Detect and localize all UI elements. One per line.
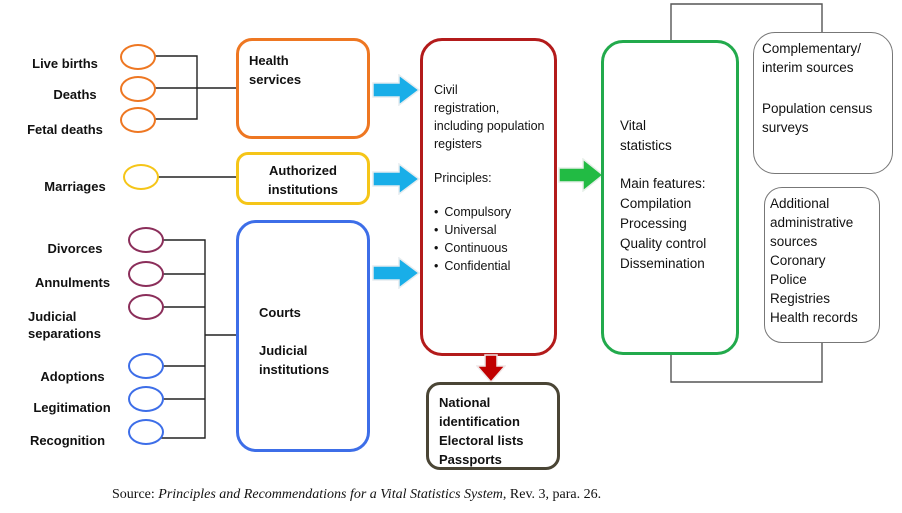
event-fetal-deaths: Fetal deaths xyxy=(27,122,103,137)
box-civil-registration: Civil registration, including population… xyxy=(420,38,557,356)
event-annulments: Annulments xyxy=(34,275,111,290)
box-vital-statistics: Vital statistics Main features: Compilat… xyxy=(601,40,739,355)
judicial-line1: Judicial xyxy=(259,343,308,358)
features-label: Main features: xyxy=(620,176,706,191)
feature-compilation: Compilation xyxy=(620,196,692,211)
feature-processing: Processing xyxy=(620,216,687,231)
judicial-line2: institutions xyxy=(259,362,330,377)
additional-line1: Additional xyxy=(770,196,830,211)
principle-compulsory: Compulsory xyxy=(434,203,545,221)
event-adoptions: Adoptions xyxy=(40,369,105,384)
civil-line3: including population xyxy=(434,119,545,133)
additional-registries: Registries xyxy=(770,291,831,306)
additional-line3: sources xyxy=(770,234,818,249)
connector-complementary xyxy=(670,3,823,40)
event-live-births: Live births xyxy=(32,56,98,71)
oval-legitimation xyxy=(128,386,164,412)
event-deaths: Deaths xyxy=(53,87,97,102)
oval-marriages xyxy=(123,164,159,190)
feature-quality-control: Quality control xyxy=(620,236,707,251)
vital-line2: statistics xyxy=(620,138,672,153)
principle-confidential: Confidential xyxy=(434,257,545,275)
census-line1: Population census xyxy=(762,101,873,116)
event-judicial-separations: Judicial separations xyxy=(28,309,101,341)
additional-health-records: Health records xyxy=(770,310,858,325)
box-authorized-institutions: Authorized institutions xyxy=(236,152,370,205)
census-line2: surveys xyxy=(762,120,809,135)
courts-label: Courts xyxy=(259,305,301,320)
source-caption: Source: Principles and Recommendations f… xyxy=(112,487,601,503)
oval-recognition xyxy=(128,419,164,445)
arrow-civil-to-vital xyxy=(558,158,605,192)
authorized-line1: Authorized xyxy=(269,163,337,178)
oval-live-births xyxy=(120,44,156,70)
principles-label: Principles: xyxy=(434,171,492,185)
complementary-line1: Complementary/ xyxy=(762,41,862,56)
box-outputs: National identification Electoral lists … xyxy=(426,382,560,470)
source-suffix: , Rev. 3, para. 26. xyxy=(502,487,602,502)
box-additional-sources: Additional administrative sources Corona… xyxy=(764,187,880,343)
box-complementary-sources: Complementary/ interim sources Populatio… xyxy=(753,32,893,174)
feature-dissemination: Dissemination xyxy=(620,256,705,271)
connector-additional xyxy=(670,343,823,383)
oval-fetal-deaths xyxy=(120,107,156,133)
event-legitimation: Legitimation xyxy=(33,400,111,415)
arrow-authorized-to-civil xyxy=(372,163,421,195)
output-line1: National xyxy=(439,395,491,410)
output-line3: Electoral lists xyxy=(439,433,524,448)
oval-judicial-separations xyxy=(128,294,164,320)
oval-adoptions xyxy=(128,353,164,379)
arrow-courts-to-civil xyxy=(372,257,421,289)
event-recognition: Recognition xyxy=(29,433,106,448)
civil-line2: registration, xyxy=(434,101,500,115)
source-prefix: Source: xyxy=(112,487,159,502)
event-marriages: Marriages xyxy=(44,179,106,194)
authorized-line2: institutions xyxy=(267,182,339,197)
principle-continuous: Continuous xyxy=(434,239,545,257)
vital-line1: Vital xyxy=(620,118,647,133)
event-divorces: Divorces xyxy=(47,241,103,256)
output-line4: Passports xyxy=(439,452,502,467)
principle-universal: Universal xyxy=(434,221,545,239)
civil-line1: Civil xyxy=(434,83,458,97)
source-title: Principles and Recommendations for a Vit… xyxy=(158,487,503,502)
additional-coronary: Coronary xyxy=(770,253,826,268)
additional-police: Police xyxy=(770,272,807,287)
connector-courts xyxy=(155,239,206,439)
health-services-line1: Health xyxy=(249,53,289,68)
box-courts: Courts Judicial institutions xyxy=(236,220,370,452)
oval-deaths xyxy=(120,76,156,102)
arrow-civil-to-outputs xyxy=(476,354,506,384)
oval-annulments xyxy=(128,261,164,287)
complementary-line2: interim sources xyxy=(762,60,854,75)
box-health-services: Health services xyxy=(236,38,370,139)
arrow-health-to-civil xyxy=(372,74,421,106)
output-line2: identification xyxy=(439,414,520,429)
health-services-line2: services xyxy=(249,72,302,87)
oval-divorces xyxy=(128,227,164,253)
civil-line4: registers xyxy=(434,137,482,151)
additional-line2: administrative xyxy=(770,215,854,230)
